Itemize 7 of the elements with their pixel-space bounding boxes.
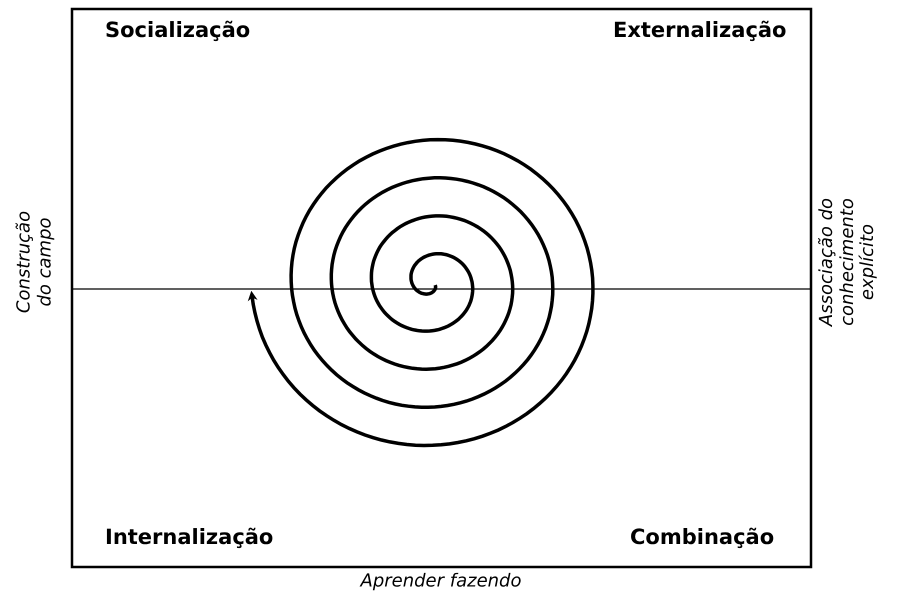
quadrant-label: Combinação	[630, 525, 774, 549]
quadrant-label: Internalização	[105, 525, 274, 549]
axis-label: Construção do campo	[14, 210, 56, 316]
quadrant-label: Socialização	[105, 18, 250, 42]
axis-label: Aprender fazendo	[360, 570, 522, 592]
axis-label: Associação do conhecimento explícito	[816, 196, 880, 329]
quadrant-label: Externalização	[613, 18, 786, 42]
